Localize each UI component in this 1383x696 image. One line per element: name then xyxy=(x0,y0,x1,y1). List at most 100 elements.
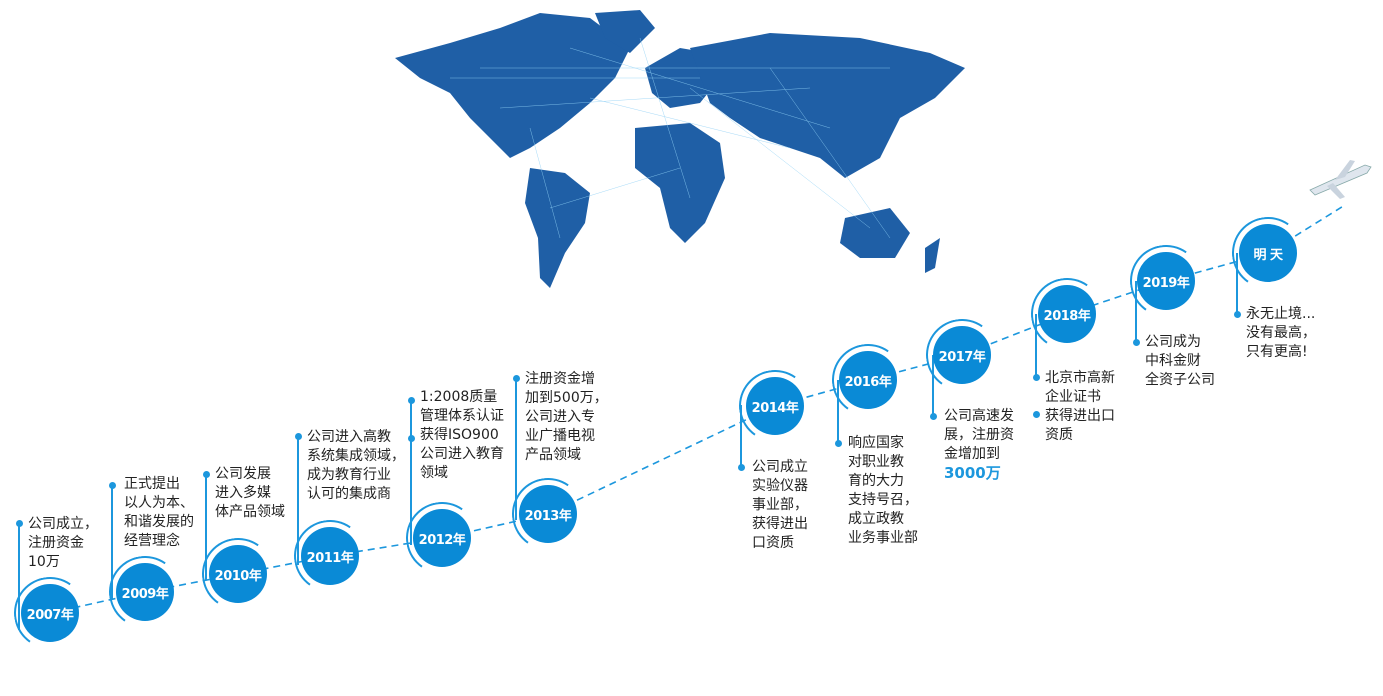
event-description: 永无止境... 没有最高， 只有更高! xyxy=(1246,305,1316,362)
greenland xyxy=(595,10,655,53)
event-description: 公司进入高教系统集成领域，成为教育行业认可的集成商 xyxy=(307,428,405,504)
event-text-line: 获得进出 xyxy=(752,516,808,532)
timeline-connector-line xyxy=(932,355,934,416)
event-description: 1:2008质量管理体系认证获得ISO900 公司进入教育领域 xyxy=(420,388,504,483)
event-text-line: 获得ISO900 xyxy=(420,427,499,443)
event-text-line: 实验仪器 xyxy=(752,478,808,494)
event-text-line: 没有最高， xyxy=(1246,325,1316,341)
airplane-icon xyxy=(1309,160,1372,199)
event-text-line: 公司成为 xyxy=(1145,334,1201,350)
year-badge: 2011年 xyxy=(301,527,359,585)
timeline-connector-line xyxy=(1236,253,1238,314)
year-badge: 2019年 xyxy=(1137,252,1195,310)
event-text-line: 展，注册资 xyxy=(944,427,1014,443)
year-badge: 2010年 xyxy=(209,545,267,603)
year-badge: 2018年 xyxy=(1038,285,1096,343)
event-text-line: 以人为本、 xyxy=(124,495,194,511)
year-badge: 2013年 xyxy=(519,485,577,543)
event-text-line: 公司发展 xyxy=(215,466,271,482)
timeline-dot xyxy=(15,519,23,527)
timeline-dot xyxy=(737,463,745,471)
event-text-line: 成为教育行业 xyxy=(307,467,391,483)
event-text-line: 10万 xyxy=(28,554,60,570)
event-description: 注册资金增加到500万， 公司进入专业广播电视产品领域 xyxy=(525,370,608,465)
event-text-line: 企业证书 xyxy=(1045,389,1101,405)
event-text-line: 资质 xyxy=(1045,427,1073,443)
timeline-connector-line xyxy=(837,380,839,443)
timeline-dot xyxy=(1032,410,1040,418)
north-america xyxy=(395,13,630,158)
timeline-connector-line xyxy=(111,485,113,600)
event-text-line: 注册资金增 xyxy=(525,371,595,387)
timeline-dot xyxy=(512,374,520,382)
event-text-line: 注册资金 xyxy=(28,535,84,551)
event-text-line: 公司进入专 xyxy=(525,409,595,425)
event-text-line: 支持号召， xyxy=(848,492,918,508)
event-highlight-value: 3000万 xyxy=(944,464,1001,482)
event-description: 公司成为中科金财全资子公司 xyxy=(1145,333,1215,390)
event-text-line: 获得进出口 xyxy=(1045,408,1115,424)
world-map-illustration xyxy=(395,10,965,288)
event-text-line: 管理体系认证 xyxy=(420,408,504,424)
event-text-line: 北京市高新 xyxy=(1045,370,1115,386)
timeline-dot xyxy=(294,432,302,440)
event-text-line: 经营理念 xyxy=(124,533,180,549)
event-text-line: 只有更高! xyxy=(1246,344,1308,360)
year-badge: 2014年 xyxy=(746,377,804,435)
event-description: 北京市高新企业证书获得进出口资质 xyxy=(1045,369,1115,445)
event-description: 公司成立实验仪器事业部， 获得进出口资质 xyxy=(752,458,808,553)
timeline-dot xyxy=(202,470,210,478)
event-text-line: 公司成立， xyxy=(28,516,98,532)
event-description: 公司成立， 注册资金 10万 xyxy=(28,515,98,572)
asia xyxy=(690,33,965,178)
timeline-connector-line xyxy=(205,474,207,580)
timeline-dot xyxy=(1233,310,1241,318)
timeline-dot xyxy=(407,396,415,404)
year-badge: 2007年 xyxy=(21,584,79,642)
timeline-connector-line xyxy=(515,378,517,520)
event-text-line: 公司进入高教 xyxy=(307,429,391,445)
event-text-line: 体产品领域 xyxy=(215,504,285,520)
event-text-line: 事业部， xyxy=(752,497,808,513)
event-text-line: 领域 xyxy=(420,465,448,481)
year-badge: 2009年 xyxy=(116,563,174,621)
timeline-connector-line xyxy=(1035,314,1037,377)
timeline-connector-line xyxy=(18,523,20,630)
event-text-line: 响应国家 xyxy=(848,435,904,451)
event-text-line: 1:2008质量 xyxy=(420,389,498,405)
event-text-line: 口资质 xyxy=(752,535,794,551)
event-text-line: 系统集成领域， xyxy=(307,448,405,464)
africa xyxy=(635,123,725,243)
event-text-line: 业广播电视 xyxy=(525,428,595,444)
timeline-connector-line xyxy=(297,436,299,565)
event-text-line: 永无止境... xyxy=(1246,306,1316,322)
event-text-line: 全资子公司 xyxy=(1145,372,1215,388)
event-description: 正式提出以人为本、和谐发展的经营理念 xyxy=(124,475,194,551)
event-text-line: 中科金财 xyxy=(1145,353,1201,369)
event-text-line: 和谐发展的 xyxy=(124,514,194,530)
australia xyxy=(840,208,910,258)
event-text-line: 公司成立 xyxy=(752,459,808,475)
event-text-line: 对职业教 xyxy=(848,454,904,470)
event-text-line: 成立政教 xyxy=(848,511,904,527)
timeline-dot xyxy=(834,439,842,447)
timeline-dot xyxy=(1132,338,1140,346)
year-badge: 2016年 xyxy=(839,351,897,409)
timeline-connector-line xyxy=(1135,281,1137,342)
timeline-connector-line xyxy=(740,405,742,467)
event-text-line: 公司进入教育 xyxy=(420,446,504,462)
event-text-line: 产品领域 xyxy=(525,447,581,463)
event-description: 响应国家对职业教育的大力支持号召，成立政教业务事业部 xyxy=(848,434,918,548)
year-badge: 2017年 xyxy=(933,326,991,384)
event-text-line: 加到500万， xyxy=(525,390,608,406)
year-badge: 明 天 xyxy=(1239,224,1297,282)
event-text-line: 进入多媒 xyxy=(215,485,271,501)
timeline-connector-line xyxy=(410,400,412,545)
timeline-dot xyxy=(929,412,937,420)
timeline-dot xyxy=(108,481,116,489)
event-text-line: 正式提出 xyxy=(124,476,180,492)
event-text-line: 金增加到 xyxy=(944,446,1000,462)
timeline-dot xyxy=(407,434,415,442)
event-text-line: 育的大力 xyxy=(848,473,904,489)
